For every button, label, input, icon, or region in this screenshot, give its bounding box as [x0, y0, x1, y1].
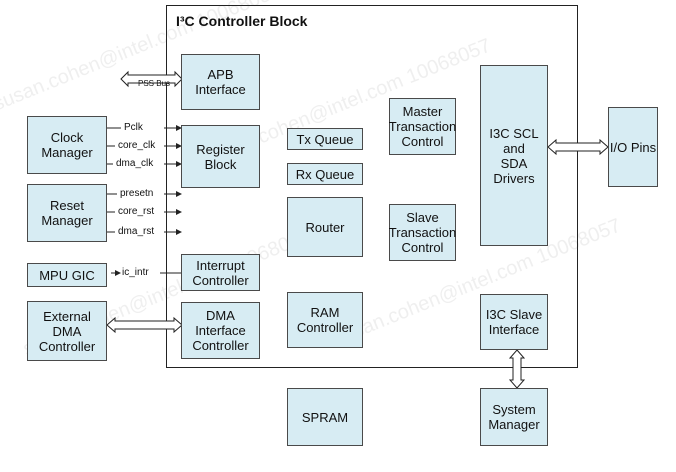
core-clk-label: core_clk — [118, 140, 156, 151]
mpu-gic-block: MPU GIC — [27, 263, 107, 287]
dma-rst-label: dma_rst — [118, 226, 155, 237]
register-block: Register Block — [181, 125, 260, 188]
reset-manager-block: Reset Manager — [27, 184, 107, 242]
master-transaction-control-block: Master Transaction Control — [389, 98, 456, 155]
core-rst-label: core_rst — [118, 206, 155, 217]
dma-bus-arrow — [106, 316, 183, 334]
tx-queue-block: Tx Queue — [287, 128, 363, 150]
io-bus-arrow — [547, 138, 609, 156]
apb-interface-block: APB Interface — [181, 54, 260, 110]
dma-interface-controller-block: DMA Interface Controller — [181, 302, 260, 359]
diagram-title: I³C Controller Block — [176, 13, 308, 29]
spram-block: SPRAM — [287, 388, 363, 446]
interrupt-controller-block: Interrupt Controller — [181, 254, 260, 291]
ic-intr-label: ic_intr — [122, 267, 149, 278]
sysmgr-bus-arrow — [508, 349, 526, 389]
rx-queue-block: Rx Queue — [287, 163, 363, 185]
system-manager-block: System Manager — [480, 388, 548, 446]
pss-bus-label: PSS Bus — [138, 79, 171, 88]
i3c-scl-sda-drivers-block: I3C SCL and SDA Drivers — [480, 65, 548, 246]
external-dma-controller-block: External DMA Controller — [27, 301, 107, 361]
controller-boundary — [166, 5, 578, 368]
presetn-label: presetn — [120, 188, 154, 199]
dma-clk-label: dma_clk — [116, 158, 154, 169]
clock-manager-block: Clock Manager — [27, 116, 107, 174]
io-pins-block: I/O Pins — [608, 107, 658, 187]
pclk-label: Pclk — [124, 122, 143, 133]
ram-controller-block: RAM Controller — [287, 292, 363, 348]
router-block: Router — [287, 197, 363, 257]
i3c-slave-interface-block: I3C Slave Interface — [480, 294, 548, 350]
slave-transaction-control-block: Slave Transaction Control — [389, 204, 456, 261]
